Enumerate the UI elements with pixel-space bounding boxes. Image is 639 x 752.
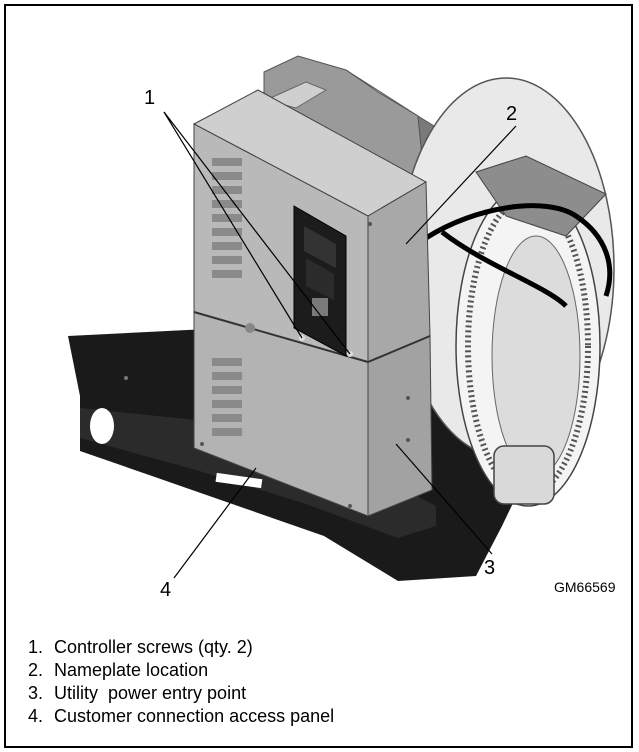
legend-number: 4. — [28, 706, 44, 726]
callout-3: 3 — [484, 557, 496, 579]
leader-line-2 — [405, 125, 517, 245]
legend-item: 1. Controller screws (qty. 2) — [28, 636, 334, 659]
legend-item: 4. Customer connection access panel — [28, 705, 334, 728]
legend-item: 2. Nameplate location — [28, 659, 334, 682]
figure-id: GM66569 — [554, 579, 616, 595]
leader-lines — [163, 111, 517, 579]
legend-list: 1. Controller screws (qty. 2) 2. Nameplate… — [28, 636, 334, 728]
leader-line-4 — [173, 467, 257, 579]
legend-text: Nameplate location — [54, 660, 209, 680]
figure-frame: 1 2 3 4 GM66569 1. Controller screws (qty… — [4, 4, 633, 748]
callout-4: 4 — [160, 579, 172, 601]
callout-2: 2 — [506, 103, 518, 125]
leader-line-3 — [395, 443, 493, 555]
callout-1: 1 — [144, 87, 156, 109]
legend-text: Customer connection access panel — [54, 706, 335, 726]
controller-enclosure — [192, 89, 433, 517]
legend-text: Controller screws (qty. 2) — [54, 637, 253, 657]
legend-text: Utility power entry point — [54, 683, 247, 703]
legend-number: 3. — [28, 683, 44, 703]
generator-illustration — [68, 55, 615, 581]
alternator — [397, 77, 615, 507]
legend-item: 3. Utility power entry point — [28, 682, 334, 705]
leader-line-1a — [163, 111, 303, 339]
legend-number: 2. — [28, 660, 44, 680]
leader-line-1b — [163, 111, 351, 355]
legend-number: 1. — [28, 637, 44, 657]
